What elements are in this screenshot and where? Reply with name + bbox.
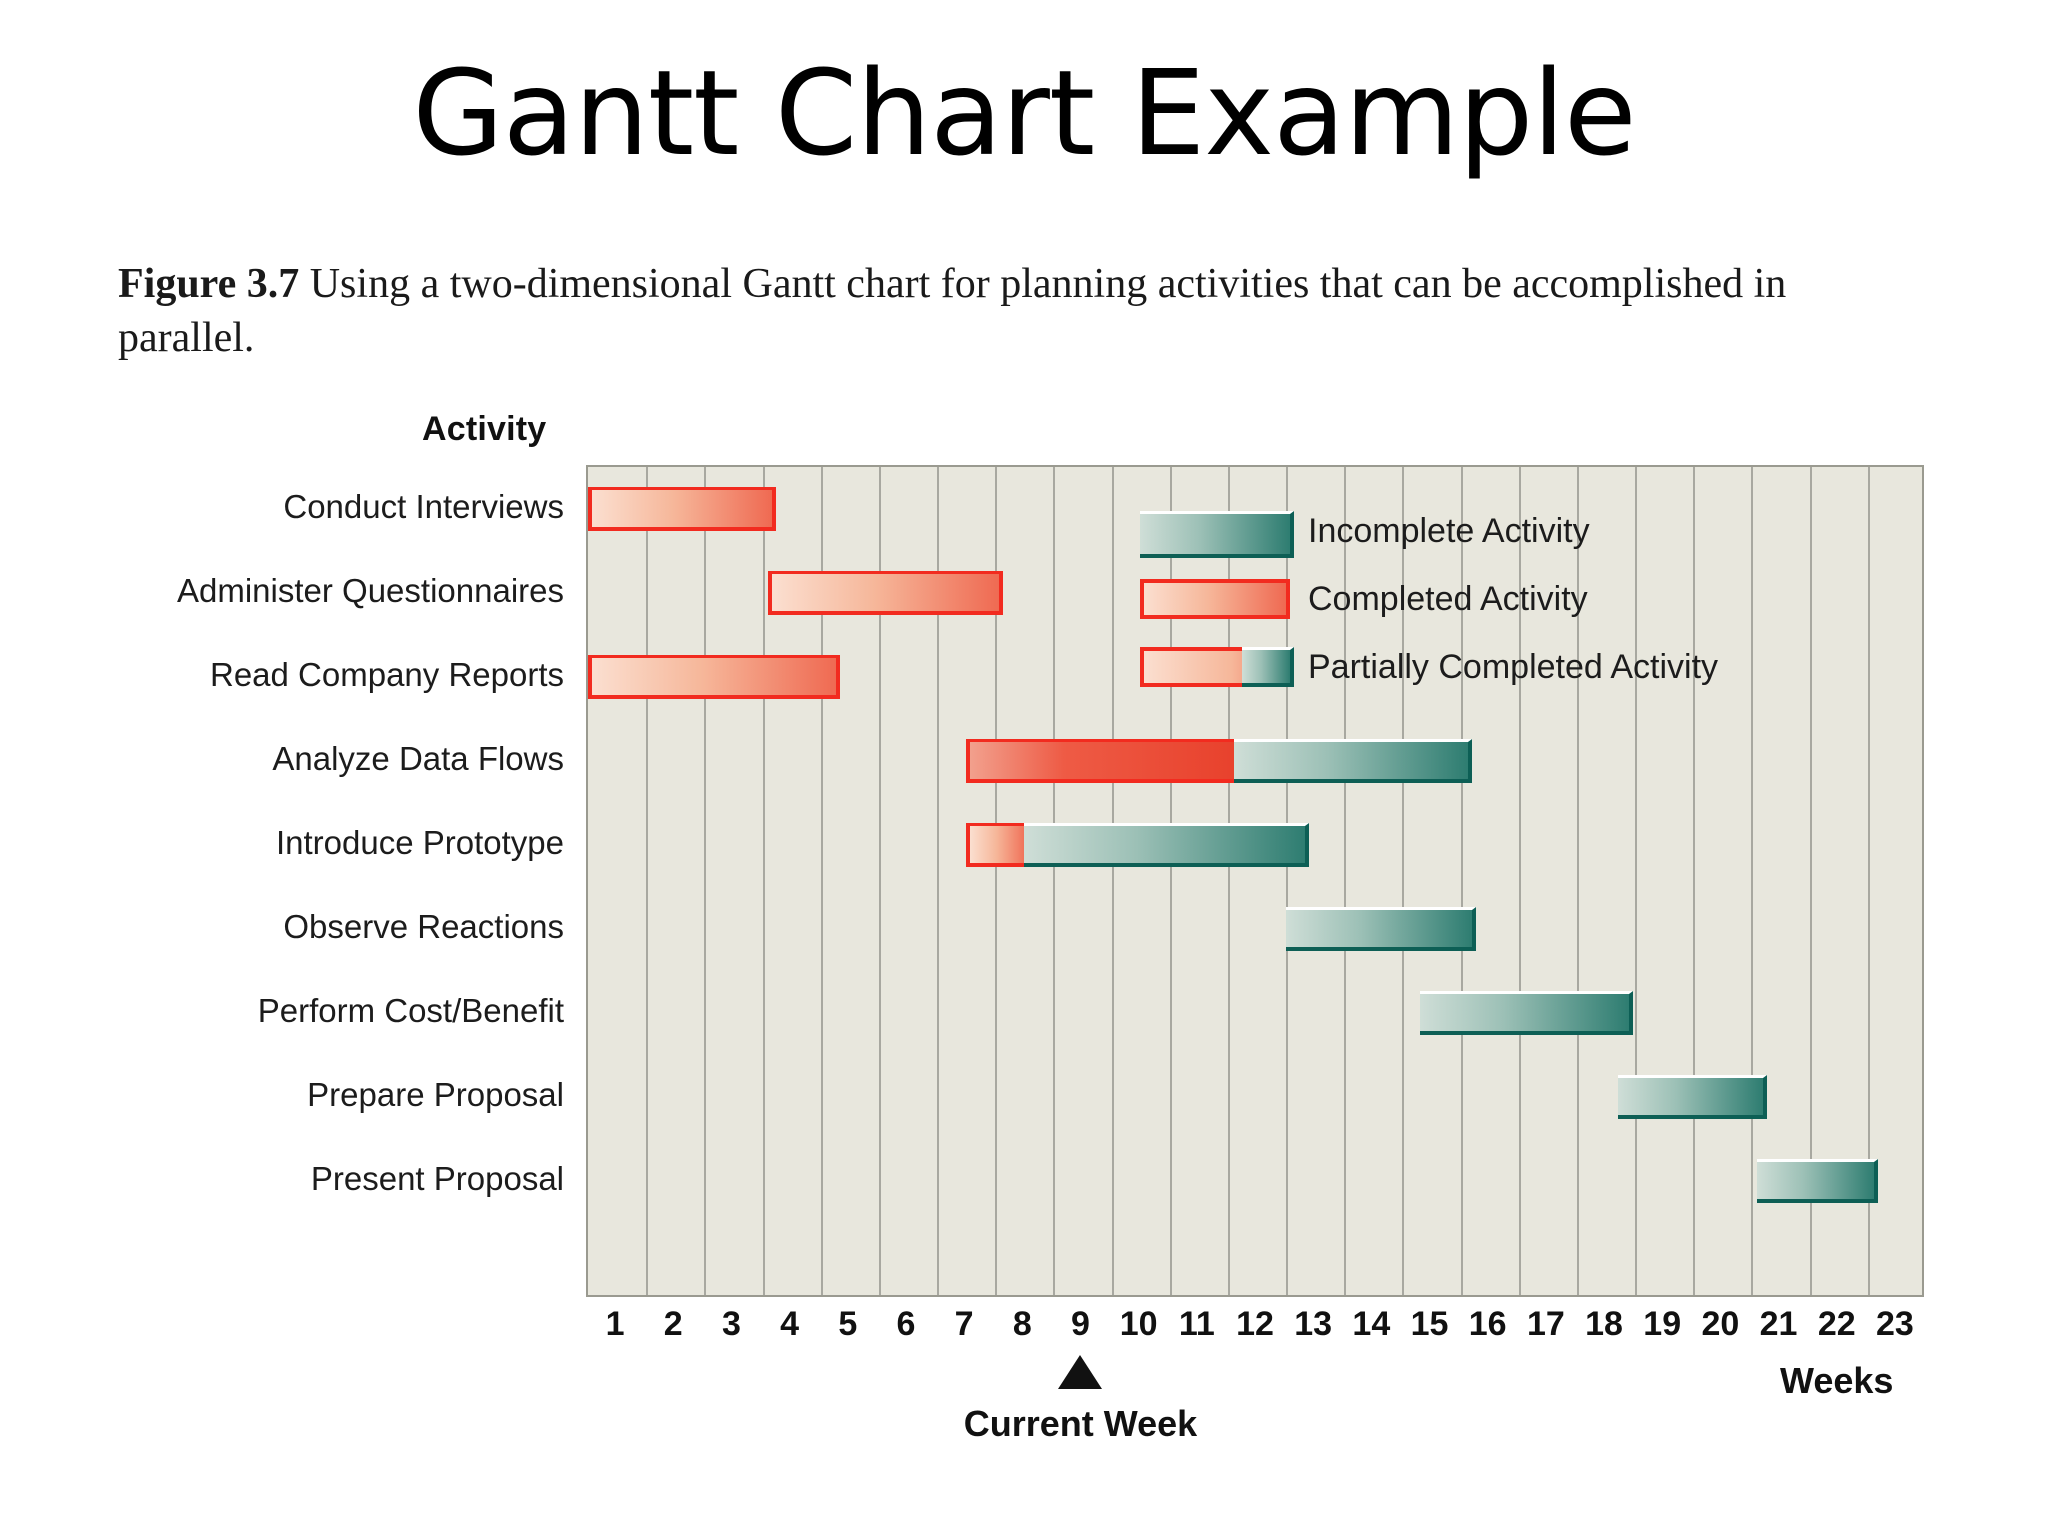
- gridline: [1867, 467, 1870, 1295]
- task-bar-completed-segment: [588, 655, 841, 699]
- legend-item: Completed Activity: [1140, 575, 1910, 627]
- x-tick-label: 15: [1410, 1305, 1449, 1343]
- gridline: [937, 467, 940, 1295]
- gridline: [1635, 467, 1638, 1295]
- gridline: [1518, 467, 1521, 1295]
- gridline: [995, 467, 998, 1295]
- task-bar-incomplete-segment: [1617, 1075, 1768, 1119]
- x-axis-label: Weeks: [1780, 1360, 1894, 1401]
- task-bar-incomplete-segment: [1286, 907, 1477, 951]
- x-tick-label: 18: [1585, 1305, 1623, 1343]
- task-bar[interactable]: [588, 655, 841, 699]
- x-tick-label: 6: [896, 1305, 916, 1343]
- task-bar-completed-segment: [768, 571, 1004, 615]
- legend-swatch-incomplete: [1140, 511, 1294, 558]
- task-bar[interactable]: [768, 571, 1004, 615]
- figure-caption: Figure 3.7 Using a two-dimensional Gantt…: [118, 258, 1918, 366]
- legend-label: Partially Completed Activity: [1308, 648, 1719, 686]
- activity-row-label: Conduct Interviews: [283, 488, 564, 525]
- legend-swatch-completed: [1140, 579, 1290, 619]
- x-tick-label: 9: [1071, 1305, 1090, 1343]
- gridline: [1402, 467, 1405, 1295]
- x-tick-label: 16: [1468, 1305, 1507, 1343]
- task-bar-incomplete-segment: [1419, 991, 1634, 1035]
- task-bar[interactable]: [1617, 1075, 1768, 1119]
- legend-swatch-partial: [1140, 647, 1294, 687]
- x-tick-label: 5: [838, 1305, 858, 1343]
- gridline: [1809, 467, 1812, 1295]
- gridline: [1227, 467, 1230, 1295]
- gridline: [878, 467, 881, 1295]
- gridline: [704, 467, 707, 1295]
- gridline: [1053, 467, 1056, 1295]
- x-tick-label: 7: [954, 1305, 974, 1343]
- current-week-label: Current Week: [963, 1403, 1198, 1444]
- legend-item: Incomplete Activity: [1140, 507, 1910, 559]
- x-tick-label: 4: [780, 1305, 800, 1343]
- task-bar[interactable]: [588, 487, 777, 531]
- x-tick-label: 21: [1759, 1305, 1798, 1343]
- gridline: [1344, 467, 1347, 1295]
- gridline: [1751, 467, 1754, 1295]
- legend-label: Incomplete Activity: [1308, 512, 1590, 550]
- task-bar[interactable]: [1286, 907, 1477, 951]
- current-week-arrow-icon: [1058, 1355, 1103, 1389]
- x-tick-label: 10: [1119, 1305, 1158, 1343]
- gridline: [1111, 467, 1114, 1295]
- activity-row-label: Observe Reactions: [283, 908, 564, 945]
- gridline: [1286, 467, 1289, 1295]
- gridline: [1169, 467, 1172, 1295]
- activity-row-label: Prepare Proposal: [307, 1076, 564, 1113]
- gridline: [762, 467, 765, 1295]
- activity-axis-header: Activity: [422, 410, 547, 448]
- gridline: [1576, 467, 1579, 1295]
- figure-caption-text: Using a two-dimensional Gantt chart for …: [118, 261, 1787, 361]
- x-tick-label: 22: [1817, 1305, 1856, 1343]
- activity-row-label: Introduce Prototype: [275, 824, 564, 861]
- x-tick-label: 3: [721, 1305, 741, 1343]
- x-tick-label: 8: [1012, 1305, 1032, 1343]
- task-bar-incomplete-segment: [1757, 1159, 1878, 1203]
- legend-item: Partially Completed Activity: [1140, 643, 1910, 695]
- current-week-marker: Current Week: [586, 1355, 1924, 1465]
- task-bar-incomplete-segment: [1024, 823, 1310, 867]
- task-bar-completed-segment: [966, 739, 1238, 783]
- task-bar-completed-segment: [588, 487, 777, 531]
- x-tick-label: 14: [1352, 1305, 1391, 1343]
- activity-row-label: Perform Cost/Benefit: [257, 992, 564, 1029]
- activity-row-label: Analyze Data Flows: [272, 740, 564, 777]
- gridline: [820, 467, 823, 1295]
- x-tick-label: 2: [663, 1305, 683, 1343]
- x-tick-label: 20: [1701, 1305, 1740, 1343]
- activity-row-label: Administer Questionnaires: [176, 572, 564, 609]
- task-bar[interactable]: [1419, 991, 1634, 1035]
- gridline: [1460, 467, 1463, 1295]
- figure-label: Figure 3.7: [118, 261, 300, 307]
- x-tick-label: 11: [1178, 1305, 1215, 1343]
- x-tick-label: 1: [605, 1305, 625, 1343]
- x-tick-label: 12: [1236, 1305, 1274, 1343]
- task-bar-completed-segment: [966, 823, 1029, 867]
- task-bar[interactable]: [1757, 1159, 1878, 1203]
- x-tick-label: 23: [1875, 1305, 1914, 1343]
- x-tick-label: 13: [1294, 1305, 1333, 1343]
- page-title: Gantt Chart Example: [412, 44, 1636, 182]
- x-tick-label: 19: [1643, 1305, 1682, 1343]
- task-bar[interactable]: [966, 823, 1310, 867]
- legend-label: Completed Activity: [1308, 580, 1588, 618]
- x-tick-label: 17: [1526, 1305, 1565, 1343]
- activity-row-label: Present Proposal: [310, 1160, 564, 1197]
- task-bar[interactable]: [966, 739, 1473, 783]
- task-bar-incomplete-segment: [1233, 739, 1473, 783]
- gridline: [646, 467, 649, 1295]
- gridline: [1693, 467, 1696, 1295]
- activity-row-label: Read Company Reports: [209, 656, 564, 693]
